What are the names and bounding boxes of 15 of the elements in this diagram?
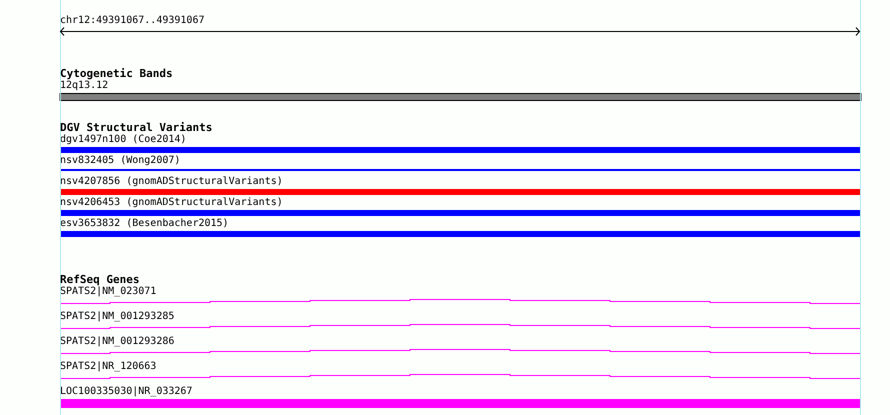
- feature-label: 12q13.12: [60, 80, 108, 92]
- feature-label: SPATS2|NR_120663: [60, 361, 156, 373]
- feature-label: nsv832405 (Wong2007): [60, 155, 180, 167]
- feature-label: SPATS2|NM_023071: [60, 286, 156, 298]
- coordinate-label: chr12:49391067..49391067: [60, 15, 204, 27]
- feature-label: esv3653832 (Besenbacher2015): [60, 218, 229, 230]
- track-heading: DGV Structural Variants: [60, 122, 212, 134]
- feature-label: LOC100335030|NR_033267: [60, 386, 192, 398]
- feature-label: nsv4207856 (gnomADStructuralVariants): [60, 176, 283, 188]
- feature-label: dgv1497n100 (Coe2014): [60, 134, 186, 146]
- track-heading: Cytogenetic Bands: [60, 68, 173, 80]
- feature-label: SPATS2|NM_001293285: [60, 311, 174, 323]
- track-heading: RefSeq Genes: [60, 274, 140, 286]
- feature-label: nsv4206453 (gnomADStructuralVariants): [60, 197, 283, 209]
- feature-label: SPATS2|NM_001293286: [60, 336, 174, 348]
